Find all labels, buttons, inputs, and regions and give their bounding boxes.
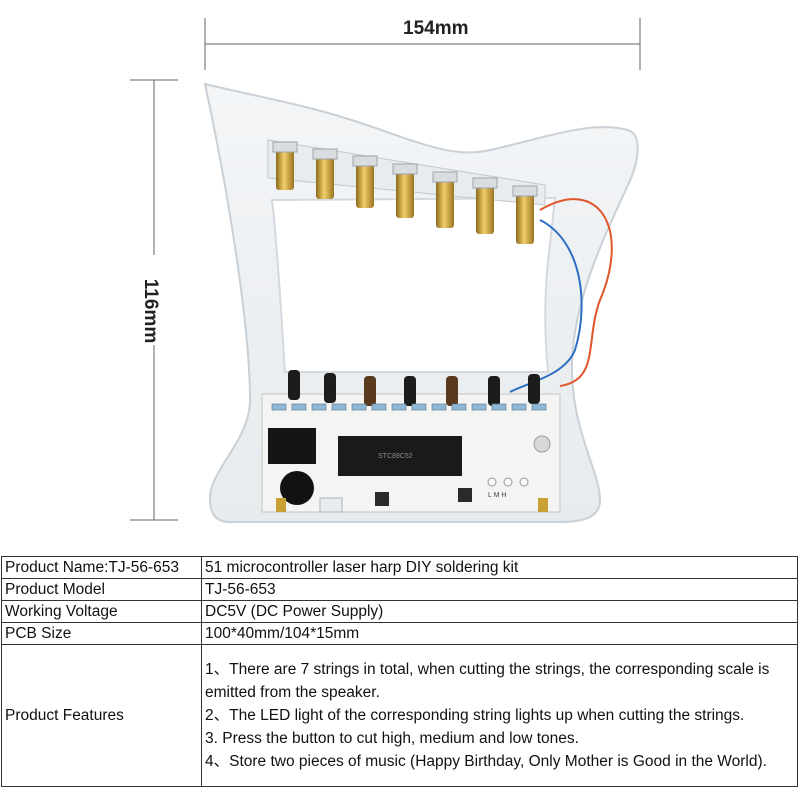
table-row: Product Name:TJ-56-653 51 microcontrolle… (1, 556, 798, 579)
spec-value: DC5V (DC Power Supply) (201, 600, 798, 623)
spec-value: 100*40mm/104*15mm (201, 622, 798, 645)
dimension-lines (130, 18, 641, 521)
spec-key: Product Features (1, 644, 202, 787)
table-row: PCB Size 100*40mm/104*15mm (1, 622, 798, 645)
feature-item: 4、Store two pieces of music (Happy Birth… (205, 753, 767, 770)
laser-modules (267, 139, 546, 244)
spec-value: 51 microcontroller laser harp DIY solder… (201, 556, 798, 579)
spec-table: Product Name:TJ-56-653 51 microcontrolle… (1, 556, 798, 787)
pcb-board: STC89C52 L M H (261, 370, 561, 513)
spec-key: Product Model (1, 578, 202, 601)
width-dimension-label: 154mm (403, 18, 469, 39)
feature-item: 3. Press the button to cut high, medium … (205, 730, 579, 747)
spec-key: Product Name:TJ-56-653 (1, 556, 202, 579)
height-dimension-label: 116mm (140, 278, 162, 344)
chip-marking: STC89C52 (378, 453, 413, 460)
table-row: Working Voltage DC5V (DC Power Supply) (1, 600, 798, 623)
spec-key: Working Voltage (1, 600, 202, 623)
table-row: Product Model TJ-56-653 (1, 578, 798, 601)
spec-value: TJ-56-653 (201, 578, 798, 601)
features-cell: 1、There are 7 strings in total, when cut… (201, 644, 798, 787)
product-figure: STC89C52 L M H 154mm 116mm (130, 18, 641, 523)
laser-harp-photo: STC89C52 L M H (130, 18, 641, 523)
table-row: Product Features 1、There are 7 strings i… (1, 644, 798, 787)
feature-item: 2、The LED light of the corresponding str… (205, 707, 745, 724)
pcb-lmh-marking: L M H (488, 492, 506, 499)
feature-item: 1、There are 7 strings in total, when cut… (205, 661, 770, 701)
spec-key: PCB Size (1, 622, 202, 645)
